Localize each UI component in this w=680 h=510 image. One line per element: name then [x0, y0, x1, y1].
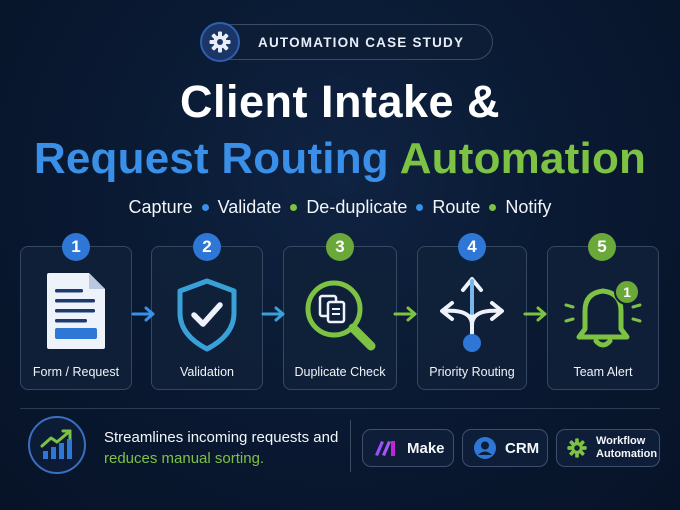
card-label: Duplicate Check [294, 365, 386, 379]
step-number-3: 3 [326, 233, 354, 261]
bell-icon [548, 275, 658, 355]
tool-label-workflow-automation: Workflow Automation [596, 435, 657, 461]
gear-icon [566, 437, 588, 459]
arrow-right-icon [393, 306, 417, 322]
card-label: Team Alert [573, 365, 633, 379]
routing-arrows-icon [418, 273, 526, 353]
card-label: Form / Request [32, 365, 120, 379]
step-notify: Notify [505, 197, 552, 217]
summary-line2: reduces manual sorting. [104, 450, 265, 467]
tool-label-line2: Automation [596, 448, 658, 460]
title-request-routing: Request Routing [33, 134, 389, 183]
step-de-duplicate: De-duplicate [306, 197, 408, 217]
summary-text: Streamlines incoming requests and reduce… [104, 427, 338, 469]
gear-icon [200, 22, 240, 62]
vertical-divider [350, 420, 351, 472]
arrow-right-icon [131, 306, 155, 322]
card-label: Validation [180, 365, 234, 379]
step-card-validation: Validation [151, 246, 263, 390]
badge-label: AUTOMATION CASE STUDY [258, 34, 465, 50]
process-steps-line: Capture Validate De-duplicate Route Notify [0, 197, 680, 218]
tool-badge-crm: CRM [462, 429, 548, 467]
card-label: Priority Routing [429, 365, 515, 379]
title-automation: Automation [399, 134, 647, 183]
step-card-priority-routing: Priority Routing [417, 246, 527, 390]
separator-dot [290, 203, 298, 211]
make-logo-icon [373, 439, 399, 457]
duplicate-search-icon [284, 275, 396, 359]
tool-badge-make: Make [362, 429, 454, 467]
step-number-1: 1 [62, 233, 90, 261]
page-title-line1: Client Intake & [179, 76, 501, 127]
arrow-right-icon [523, 306, 547, 322]
arrow-right-icon [261, 306, 285, 322]
separator-dot [489, 203, 497, 211]
step-number-2: 2 [193, 233, 221, 261]
step-validate: Validate [217, 197, 282, 217]
page-title-line2: Request Routing Automation [0, 134, 680, 184]
step-capture: Capture [128, 197, 193, 217]
user-icon [473, 436, 497, 460]
shield-check-icon [152, 277, 262, 353]
tool-label-crm: CRM [505, 439, 540, 457]
summary-line1: Streamlines incoming requests and [104, 429, 339, 446]
case-study-badge: AUTOMATION CASE STUDY [200, 22, 493, 62]
step-card-team-alert: 1 Team Alert [547, 246, 659, 390]
tool-label-make: Make [407, 439, 445, 457]
notification-badge: 1 [614, 279, 640, 305]
tool-label-line1: Workflow [596, 435, 646, 447]
step-route: Route [432, 197, 481, 217]
step-card-form-request: Form / Request [20, 246, 132, 390]
step-card-duplicate-check: Duplicate Check [283, 246, 397, 390]
step-number-4: 4 [458, 233, 486, 261]
growth-chart-icon [28, 416, 86, 474]
document-icon [21, 271, 131, 351]
step-number-5: 5 [588, 233, 616, 261]
section-divider [20, 408, 660, 409]
separator-dot [201, 203, 209, 211]
separator-dot [416, 203, 424, 211]
tool-badge-workflow-automation: Workflow Automation [556, 429, 660, 467]
